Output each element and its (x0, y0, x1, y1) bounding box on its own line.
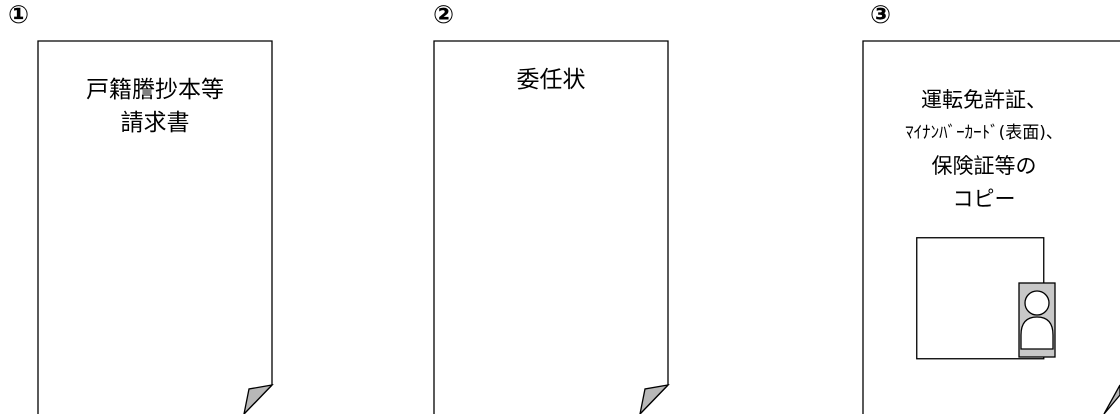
title-line: 保険証等の (931, 154, 1037, 178)
id-card-copy (916, 237, 1056, 360)
document-title-3: 運転免許証、 ﾏｲﾅﾝﾊﾞｰｶｰﾄﾞ(表面)、 保険証等の コピー (858, 84, 1110, 216)
document-2: 委任状 (433, 40, 670, 414)
title-line: 戸籍謄抄本等 (86, 77, 224, 103)
document-3: 運転免許証、 ﾏｲﾅﾝﾊﾞｰｶｰﾄﾞ(表面)、 保険証等の コピー (862, 40, 1120, 414)
page-curl-icon (1103, 384, 1120, 414)
number-1: ① (8, 0, 30, 29)
number-3: ③ (870, 0, 892, 29)
title-line: ﾏｲﾅﾝﾊﾞｰｶｰﾄﾞ(表面)、 (905, 123, 1063, 143)
title-line: 委任状 (516, 67, 586, 93)
number-2: ② (433, 0, 455, 29)
document-page-3 (862, 40, 1120, 414)
title-line: 運転免許証、 (921, 88, 1047, 112)
person-body-icon (1020, 316, 1054, 350)
person-head-icon (1024, 290, 1050, 316)
title-line: 請求書 (120, 110, 190, 136)
document-page-1 (37, 40, 274, 414)
title-line: コピー (952, 187, 1016, 211)
document-1: 戸籍謄抄本等 請求書 (37, 40, 274, 414)
page-curl-icon (639, 384, 670, 414)
page-curl-icon (243, 384, 274, 414)
document-title-2: 委任状 (433, 64, 669, 97)
document-page-2 (433, 40, 670, 414)
document-title-1: 戸籍謄抄本等 請求書 (37, 74, 273, 140)
